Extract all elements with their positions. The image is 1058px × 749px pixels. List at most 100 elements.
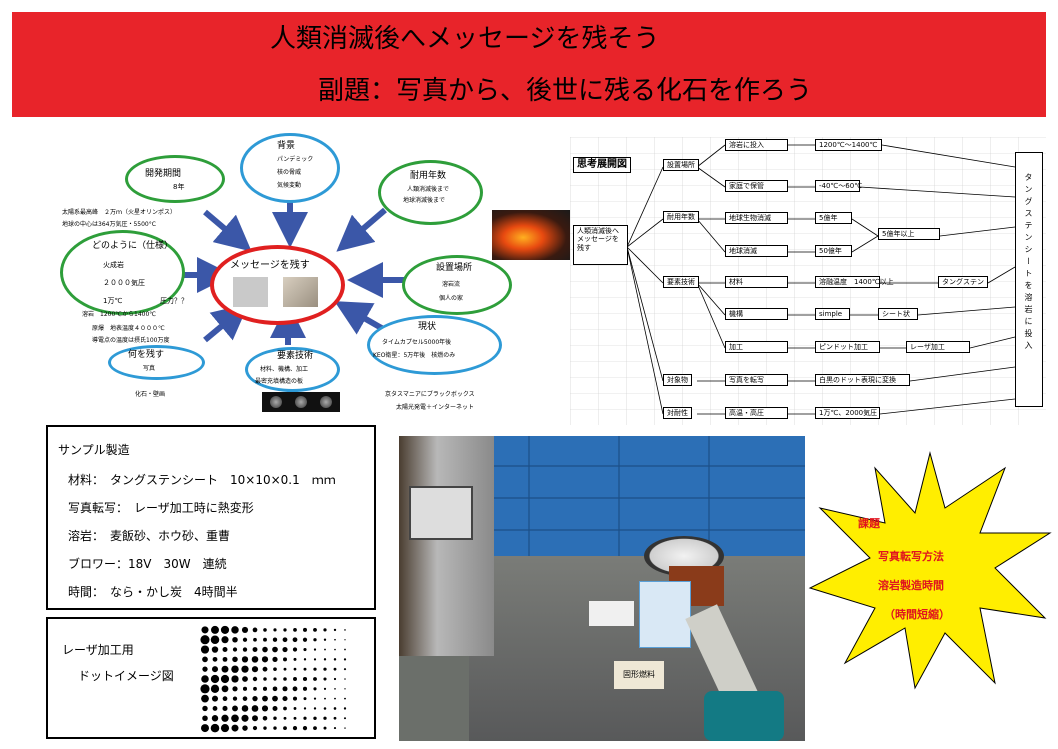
halftone-dot — [273, 628, 277, 632]
halftone-dot — [210, 635, 220, 644]
halftone-dot — [343, 658, 347, 661]
halftone-dot — [303, 658, 307, 661]
sample-row-1: 材料： タングステンシート 10×10×0.1 ｍｍ — [68, 473, 336, 487]
halftone-dot — [323, 638, 327, 641]
node-process: 加工 — [725, 341, 788, 354]
period-title: 開発期間 — [145, 169, 182, 179]
halftone-dot — [263, 726, 267, 730]
halftone-dot — [201, 626, 209, 634]
halftone-dot — [252, 676, 258, 682]
laser-label-1: レーザ加工用 — [62, 643, 134, 657]
charcoal-package — [639, 581, 691, 648]
background-title: 背景 — [277, 141, 296, 151]
center-bubble — [210, 245, 345, 325]
halftone-dot — [242, 647, 248, 652]
blue-wall — [469, 436, 805, 566]
note-lava: 溶岩 1200℃から1400℃ — [82, 311, 157, 318]
experiment-photo: 固形燃料 — [399, 436, 805, 741]
halftone-dot — [263, 628, 267, 632]
halftone-dot — [293, 667, 297, 671]
halftone-dot — [232, 686, 238, 692]
period-bubble — [125, 155, 225, 203]
halftone-dot — [313, 726, 317, 730]
halftone-dot — [241, 665, 249, 673]
halftone-dot — [333, 667, 337, 671]
halftone-dot — [334, 697, 336, 700]
note-mountain: 太陽系最高峰 ２万ｍ（火星オリンポス） — [62, 209, 177, 216]
halftone-dot — [242, 676, 248, 682]
halftone-dot — [253, 637, 257, 642]
halftone-dot — [334, 638, 336, 641]
halftone-dot — [323, 707, 327, 710]
note-melting: 導電点の温度は摂氏100万度 — [92, 337, 170, 344]
halftone-dot — [231, 665, 239, 673]
halftone-dot — [232, 696, 238, 701]
halftone-dot — [241, 626, 249, 633]
durability-title: 耐用年数 — [410, 171, 447, 181]
location-line-1: 溶岩流 — [442, 281, 461, 288]
issues-title: 課題 — [858, 517, 880, 530]
node-laser: レーザ加工 — [906, 341, 970, 354]
how-title: どのように（仕様） — [92, 241, 174, 251]
halftone-dot — [323, 726, 327, 730]
halftone-dot — [251, 666, 259, 673]
halftone-dot — [333, 658, 337, 661]
halftone-dot — [303, 697, 307, 701]
halftone-dot — [242, 725, 248, 731]
page-subtitle: 副題：写真から、後世に残る化石を作ろう — [318, 76, 813, 106]
halftone-dot — [344, 629, 346, 631]
halftone-dot — [242, 686, 248, 691]
background-bubble — [240, 133, 340, 203]
halftone-dot — [232, 647, 238, 652]
node-50-eon: 50億年 — [815, 245, 852, 258]
halftone-dot — [313, 697, 317, 700]
halftone-dot — [262, 646, 268, 653]
node-temp2: -40℃～60℃ — [815, 180, 862, 193]
arrow-what — [203, 303, 249, 343]
halftone-dot — [251, 705, 259, 712]
halftone-dot — [344, 648, 346, 651]
halftone-dot — [333, 628, 337, 632]
halftone-dot — [334, 648, 336, 651]
tech-title: 要素技術 — [277, 351, 314, 361]
period-value: 8年 — [173, 183, 185, 191]
halftone-dot — [283, 726, 287, 730]
halftone-dot — [273, 677, 277, 681]
halftone-dot — [221, 636, 229, 644]
halftone-dot — [272, 705, 278, 711]
halftone-dot — [302, 686, 308, 691]
halftone-dot — [231, 675, 239, 683]
halftone-dot — [344, 688, 346, 690]
halftone-dot — [273, 667, 277, 672]
halftone-dot — [313, 667, 317, 671]
halftone-dot — [202, 666, 208, 672]
halftone-dot — [323, 687, 327, 690]
node-photo: 写真を転写 — [725, 374, 788, 387]
halftone-dot — [292, 726, 298, 731]
halftone-dot — [293, 657, 297, 661]
fuel-package: 固形燃料 — [614, 661, 664, 689]
halftone-dot — [220, 724, 230, 733]
halftone-dot — [333, 677, 337, 681]
halftone-dot — [293, 707, 297, 710]
halftone-dot — [251, 656, 259, 663]
halftone-dot — [272, 646, 278, 653]
what-bubble — [108, 345, 205, 380]
halftone-dot — [210, 723, 220, 733]
halftone-dot — [313, 677, 317, 681]
halftone-dot — [201, 675, 209, 683]
node-years: 耐用年数 — [663, 211, 699, 224]
halftone-dot — [323, 658, 327, 661]
background-line-2: 核の脅威 — [277, 169, 302, 176]
node-cond: 1万℃、2000気圧 — [815, 407, 880, 420]
node-tungsten: タングステン — [938, 276, 988, 289]
halftone-dot — [211, 715, 219, 722]
node-hightemp: 高温・高圧 — [725, 407, 788, 420]
halftone-dot — [323, 716, 327, 720]
mindmap: 開発期間 8年 背景 パンデミック 核の脅威 気候変動 耐用年数 人類消滅後まで… — [40, 130, 520, 425]
halftone-dot — [212, 706, 218, 711]
halftone-dot — [283, 677, 287, 681]
durability-bubble — [378, 160, 483, 225]
node-home: 家庭で保管 — [725, 180, 788, 193]
halftone-dot — [293, 628, 297, 632]
